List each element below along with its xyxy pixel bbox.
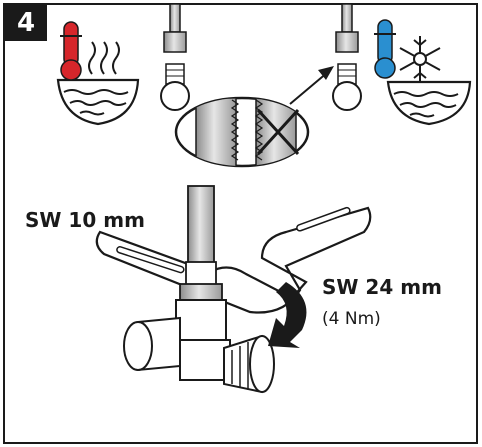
step-number-badge: 4 xyxy=(5,5,47,41)
cold-water-basin xyxy=(386,80,472,126)
hose-fitting-right xyxy=(332,3,362,111)
rotation-arrow-icon xyxy=(268,282,307,348)
cold-water-thermometer-icon xyxy=(374,19,396,79)
wrench-size-label-small: SW 10 mm xyxy=(25,208,145,232)
wrench-icon xyxy=(95,206,372,314)
direction-arrow xyxy=(289,66,334,105)
supply-pipe xyxy=(179,185,223,301)
snowflake-icon xyxy=(399,36,441,82)
angle-valve xyxy=(123,299,275,394)
cross-out-icon xyxy=(256,108,300,156)
thread-comparison-circle xyxy=(174,96,310,168)
hose-fitting-left xyxy=(160,3,190,111)
torque-label: (4 Nm) xyxy=(322,309,381,329)
hot-water-basin xyxy=(56,41,140,126)
steam-icon xyxy=(88,41,120,75)
hot-water-thermometer-icon xyxy=(60,21,82,81)
wrench-size-label-large: SW 24 mm xyxy=(322,275,442,299)
